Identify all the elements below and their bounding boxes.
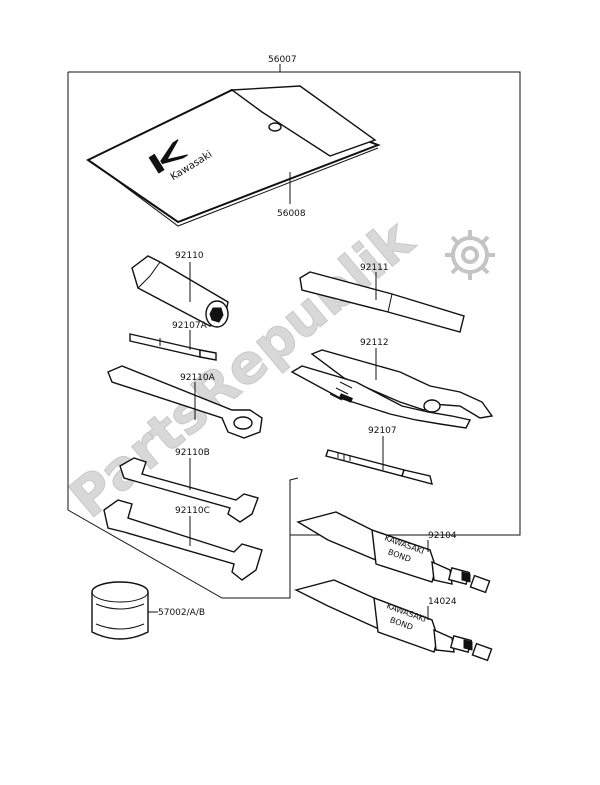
bag-snap [268,122,282,132]
wrench-c [103,499,263,581]
label-92110B: 92110B [175,448,210,458]
label-14024: 14024 [428,597,457,607]
label-92110A: 92110A [180,373,216,383]
bond-tube-1: KAWASAKI BOND [296,511,491,594]
grease-can [91,581,149,640]
label-57002AB: 57002/A/B [158,608,205,618]
bond-tube-2: KAWASAKI BOND [294,579,493,662]
label-92107A: 92107A [172,321,208,331]
kit-outline [67,71,521,599]
label-92110: 92110 [175,251,204,261]
label-92111: 92111 [360,263,389,273]
pliers [290,349,494,429]
label-92107: 92107 [368,426,397,436]
handle [299,271,465,333]
screwdriver [325,449,433,485]
label-92112: 92112 [360,338,389,348]
wrench-b [119,457,259,523]
label-92110C: 92110C [175,506,210,516]
socket [131,255,229,328]
label-56007: 56007 [268,55,297,65]
label-92104: 92104 [428,531,457,541]
screwdriver-bit [129,333,217,361]
tool-bag: Kawasaki [86,85,381,227]
label-56008: 56008 [277,209,306,219]
gear-icon [445,230,495,280]
